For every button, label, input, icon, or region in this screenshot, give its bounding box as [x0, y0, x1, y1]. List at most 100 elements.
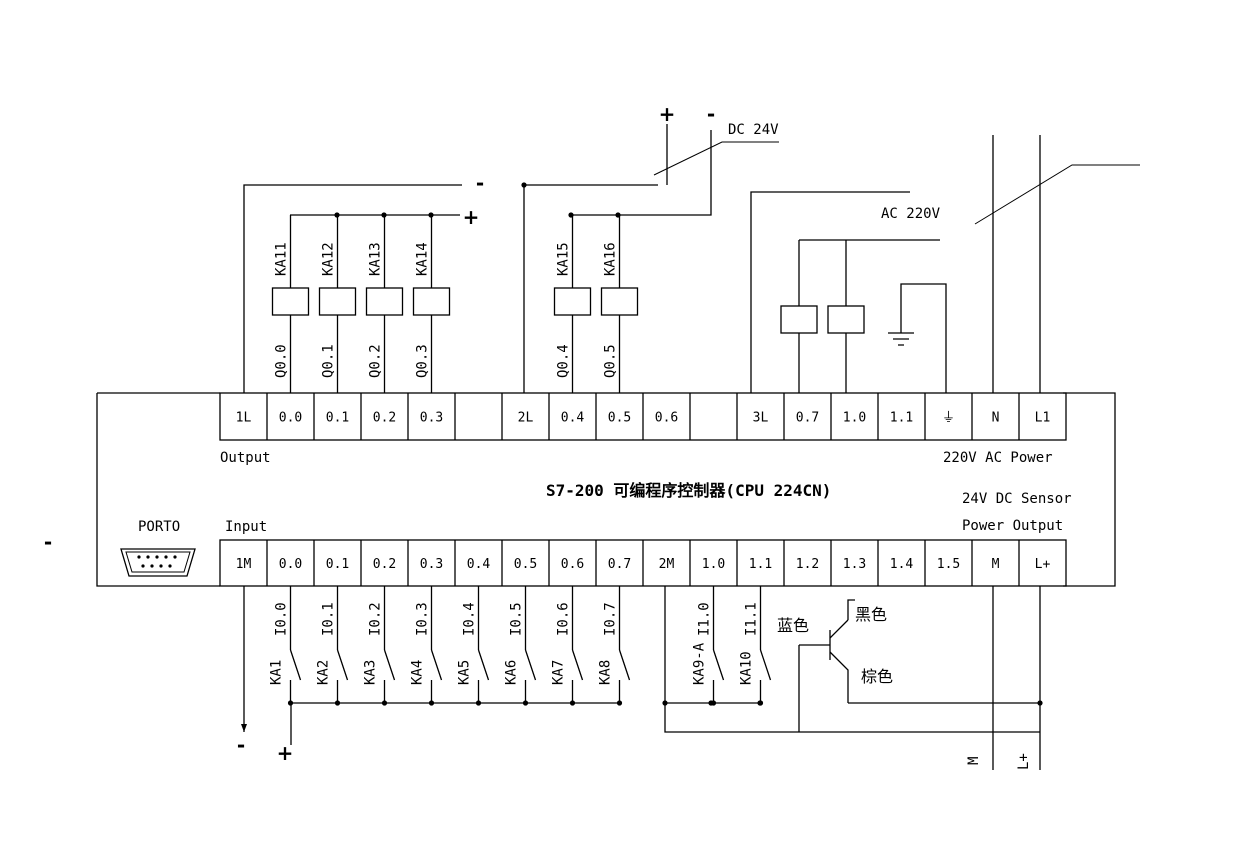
switch-contact-7	[618, 649, 631, 681]
output-address-2: Q0.2	[368, 344, 384, 378]
coil-label-1: KA12	[321, 242, 337, 276]
dc-leader	[653, 141, 779, 176]
switch-contact-5	[524, 649, 537, 681]
input-contact-label-6: KA7	[551, 660, 567, 685]
input-address-0: I0.0	[274, 602, 290, 636]
output-terminal-15: ⏚	[942, 411, 955, 426]
port-label: PORTO	[138, 519, 180, 535]
minus-sign-1m: -	[237, 733, 245, 757]
wire-color-blue: 蓝色	[777, 616, 809, 635]
output-terminal-4: 0.3	[420, 411, 443, 426]
relay-coil-2	[365, 287, 404, 316]
plus-sign-bus-1: +	[463, 205, 480, 229]
arrow-1m	[241, 724, 247, 732]
input-contact-label-5: KA6	[504, 660, 520, 685]
coil-label-0: KA11	[274, 242, 290, 276]
output-terminal-8: 0.5	[608, 411, 631, 426]
ac-leader	[974, 164, 1140, 225]
input-contact-label-4: KA5	[457, 660, 473, 685]
output-terminal-12: 0.7	[796, 411, 819, 426]
output-terminal-2: 0.1	[326, 411, 349, 426]
switch-contact-1	[336, 649, 349, 681]
coil-label-4: KA15	[556, 242, 572, 276]
input-contact-label-3: KA4	[410, 660, 426, 685]
output-address-0: Q0.0	[274, 344, 290, 378]
output-terminal-16: N	[992, 411, 1000, 426]
input-terminal-5: 0.4	[467, 557, 491, 572]
input-terminal-13: 1.3	[843, 557, 866, 572]
wire-1l-minus	[243, 184, 462, 393]
input-terminal-2: 0.1	[326, 557, 349, 572]
input-contact-label-8: KA9-A	[692, 642, 708, 685]
relay-coil-5	[600, 287, 639, 316]
sensor-transistor-icon	[798, 599, 855, 732]
wire-color-brown: 棕色	[861, 667, 893, 686]
input-terminal-3: 0.2	[373, 557, 396, 572]
switch-contact-9	[759, 649, 772, 681]
input-terminal-11: 1.1	[749, 557, 772, 572]
output-address-3: Q0.3	[415, 344, 431, 378]
input-contact-label-7: KA8	[598, 660, 614, 685]
input-terminal-14: 1.4	[890, 557, 914, 572]
input-address-7: I0.7	[603, 602, 619, 636]
ac-coils	[780, 240, 865, 393]
sensor-label-line2: Power Output	[962, 518, 1063, 534]
plc-body-outline	[96, 392, 1116, 587]
switch-contact-3	[430, 649, 443, 681]
output-address-1: Q0.1	[321, 344, 337, 378]
switch-contact-8	[712, 649, 725, 681]
sensor-label-line1: 24V DC Sensor	[962, 491, 1072, 507]
output-terminal-0: 1L	[236, 411, 252, 426]
output-terminal-17: L1	[1035, 411, 1051, 426]
input-address-6: I0.6	[556, 602, 572, 636]
wire-plus-bus-2	[571, 130, 712, 216]
wire-2m	[664, 586, 1040, 733]
output-terminal-9: 0.6	[655, 411, 678, 426]
input-contact-label-1: KA2	[316, 660, 332, 685]
output-terminal-3: 0.2	[373, 411, 396, 426]
input-terminal-1: 0.0	[279, 557, 302, 572]
input-contacts: I0.0KA1I0.1KA2I0.2KA3I0.3KA4I0.4KA5I0.5K…	[269, 586, 772, 706]
relay-coil-0	[271, 287, 310, 316]
switch-contact-6	[571, 649, 584, 681]
input-address-3: I0.3	[415, 602, 431, 636]
left-minus-sign: -	[44, 530, 52, 554]
input-address-2: I0.2	[368, 602, 384, 636]
wire-color-black: 黑色	[855, 605, 887, 624]
coil-label-2: KA13	[368, 242, 384, 276]
output-terminal-13: 1.0	[843, 411, 866, 426]
input-terminal-8: 0.7	[608, 557, 631, 572]
input-terminal-6: 0.5	[514, 557, 537, 572]
input-address-8: I1.0	[697, 602, 713, 636]
ac-power-label: 220V AC Power	[943, 450, 1053, 466]
wire-ground	[900, 283, 947, 393]
m-bottom-label: M	[966, 757, 982, 765]
output-label: Output	[220, 450, 271, 466]
lplus-bottom-label: L+	[1016, 753, 1032, 770]
switch-contact-0	[289, 649, 302, 681]
switch-contact-4	[477, 649, 490, 681]
input-terminal-16: M	[992, 557, 1000, 572]
relay-coil-1	[318, 287, 357, 316]
input-terminal-4: 0.3	[420, 557, 443, 572]
input-contact-label-0: KA1	[269, 660, 285, 685]
coil-label-3: KA14	[415, 242, 431, 276]
input-terminal-12: 1.2	[796, 557, 819, 572]
coil-label-5: KA16	[603, 242, 619, 276]
plus-sign-input: +	[277, 741, 294, 765]
input-terminal-7: 0.6	[561, 557, 584, 572]
wire-input-common	[290, 702, 620, 745]
input-label: Input	[225, 519, 267, 535]
dc-plus-sign: +	[659, 102, 676, 126]
plc-title: S7-200 可编程序控制器(CPU 224CN)	[546, 481, 831, 500]
input-address-5: I0.5	[509, 602, 525, 636]
output-terminal-7: 0.4	[561, 411, 585, 426]
output-terminal-14: 1.1	[890, 411, 913, 426]
minus-sign-1l: -	[476, 171, 484, 195]
input-terminal-0: 1M	[236, 557, 252, 572]
input-address-9: I1.1	[744, 602, 760, 636]
output-terminal-1: 0.0	[279, 411, 302, 426]
